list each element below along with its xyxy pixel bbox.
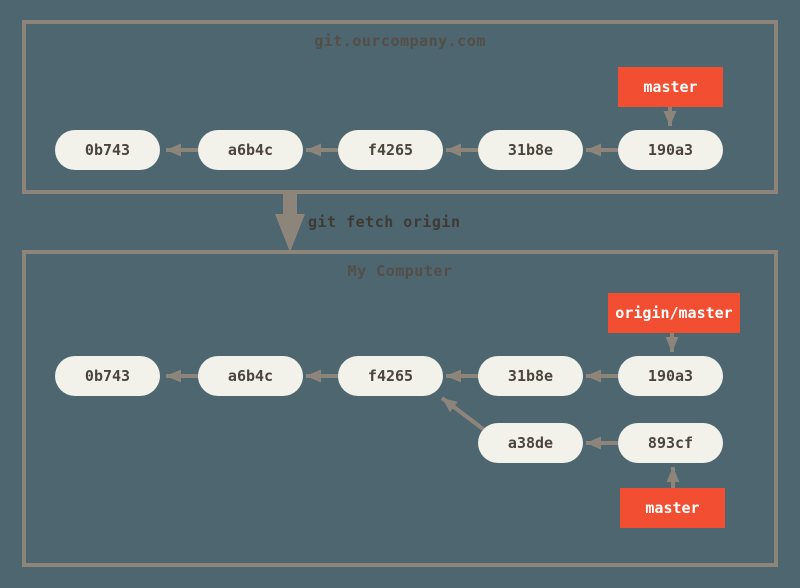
server-commit-node-a6b4c: a6b4c — [198, 130, 303, 170]
server-commit-node-190a3: 190a3 — [618, 130, 723, 170]
local-commit-node-f4265: f4265 — [338, 356, 443, 396]
local-commit-node-0b743: 0b743 — [55, 356, 160, 396]
server-repo-title: git.ourcompany.com — [314, 32, 486, 50]
server-branch-label-master: master — [618, 67, 723, 107]
local-commit-node-190a3: 190a3 — [618, 356, 723, 396]
local-commit-node-a38de: a38de — [478, 423, 583, 463]
server-commit-node-0b743: 0b743 — [55, 130, 160, 170]
local-repo-title: My Computer — [347, 262, 453, 280]
server-repo-box: git.ourcompany.com — [22, 20, 778, 194]
local-commit-node-31b8e: 31b8e — [478, 356, 583, 396]
local-repo-box: My Computer — [22, 250, 778, 567]
server-commit-node-31b8e: 31b8e — [478, 130, 583, 170]
server-commit-node-f4265: f4265 — [338, 130, 443, 170]
local-commit-node-893cf: 893cf — [618, 423, 723, 463]
local-commit-node-a6b4c: a6b4c — [198, 356, 303, 396]
fetch-arrow — [275, 192, 305, 252]
local-branch-label-origin-master: origin/master — [608, 293, 740, 333]
local-branch-label-master: master — [620, 488, 725, 528]
fetch-command-label: git fetch origin — [308, 213, 461, 231]
